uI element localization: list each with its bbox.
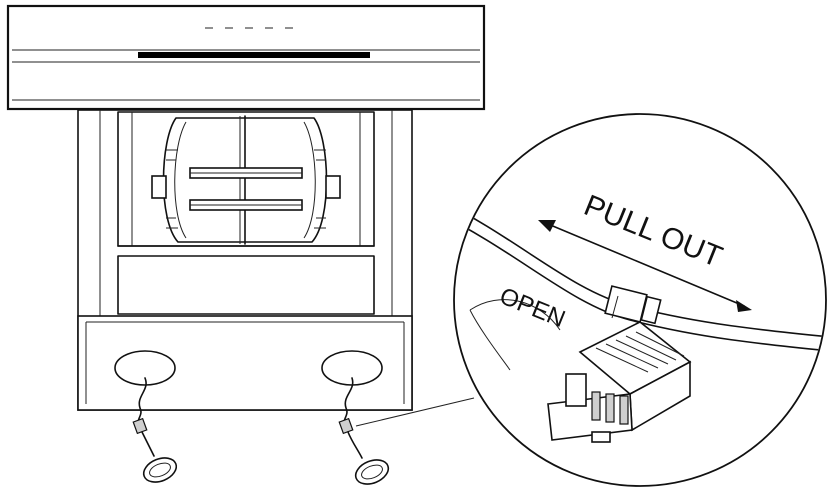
wire-connector: [604, 285, 662, 325]
open-connector-box: [547, 321, 692, 443]
detail-leader-line: [355, 397, 475, 427]
double-headed-arrow-icon: [538, 220, 752, 312]
blower-wheel: [151, 115, 341, 245]
hood-canopy: [6, 4, 486, 111]
light-panel: [77, 315, 413, 411]
bulb-left: [132, 377, 178, 483]
connector-detail-zoom: PULL OUT OPEN: [453, 113, 827, 487]
lamp-left: [114, 350, 176, 386]
bulb-right: [338, 377, 390, 485]
